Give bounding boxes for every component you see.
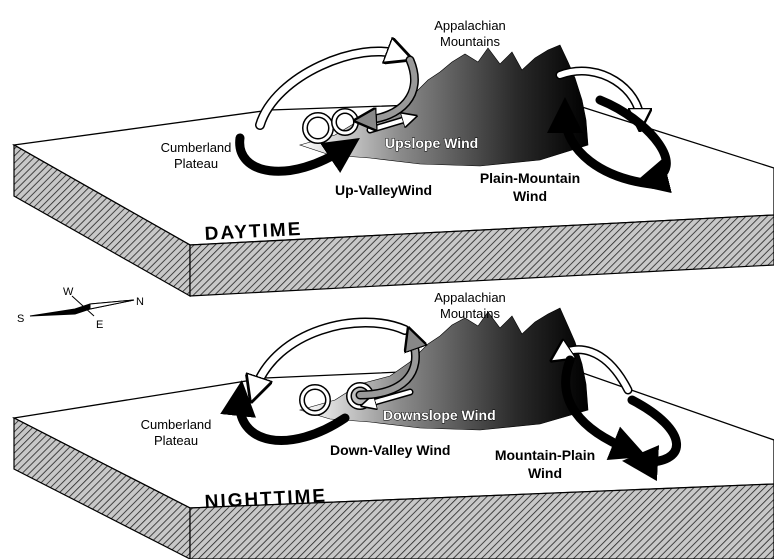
nighttime-panel: Appalachian Mountains Cumberland Plateau… <box>14 290 774 559</box>
plain-wind-label-line2: Wind <box>513 188 547 204</box>
plateau-label-line2: Plateau <box>174 156 218 171</box>
compass-west: W <box>63 286 74 298</box>
valley-wind-label: Up-ValleyWind <box>335 182 432 198</box>
compass-south: S <box>17 313 24 325</box>
daytime-panel: Appalachian Mountains Cumberland Plateau… <box>14 18 774 296</box>
compass-east: E <box>96 319 103 331</box>
mountains-label-line1: Appalachian <box>434 290 506 305</box>
plain-wind-label-line2: Wind <box>528 465 562 481</box>
mountains-label: Appalachian Mountains <box>434 18 506 49</box>
valley-wind-label: Down-Valley Wind <box>330 442 450 458</box>
plain-wind-label-line1: Plain-Mountain <box>480 170 580 186</box>
slope-wind-label: Downslope Wind <box>383 407 496 423</box>
slope-wind-label: Upslope Wind <box>385 135 478 151</box>
compass-north: N <box>136 296 144 308</box>
plateau-label-line1: Cumberland <box>161 140 232 155</box>
compass-rose: N S W E <box>17 286 144 331</box>
mountains-label-line1: Appalachian <box>434 18 506 33</box>
plateau-label-line1: Cumberland <box>141 417 212 432</box>
plain-wind-label-line1: Mountain-Plain <box>495 447 595 463</box>
mountains-label: Appalachian Mountains <box>434 290 506 321</box>
mountains-label-line2: Mountains <box>440 306 500 321</box>
plateau-label-line2: Plateau <box>154 433 198 448</box>
mountains-label-line2: Mountains <box>440 34 500 49</box>
